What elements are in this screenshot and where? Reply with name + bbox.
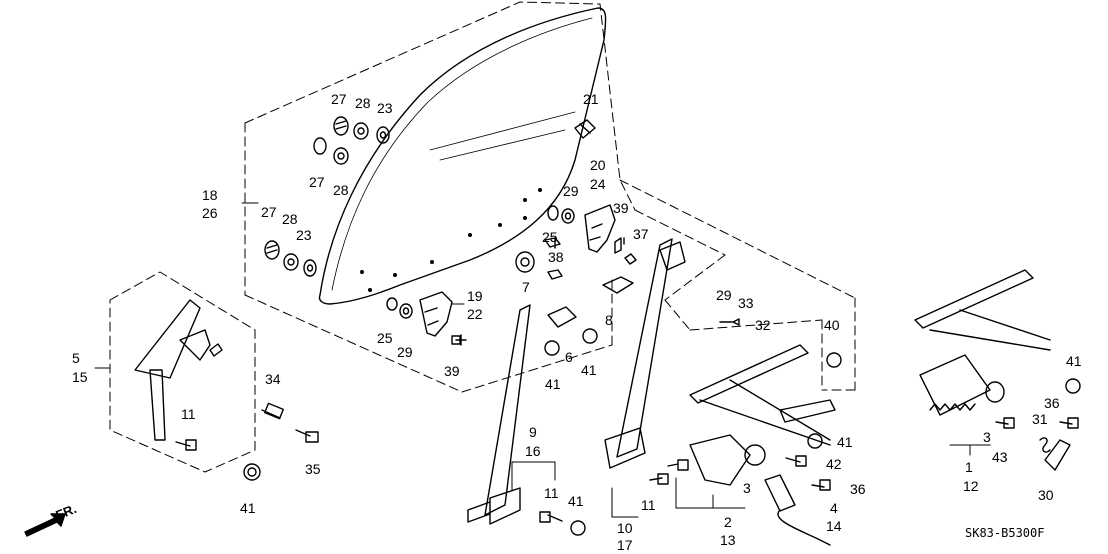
label-31: 31 [1032, 411, 1048, 427]
front-regulator [689, 344, 836, 546]
rear-channel [467, 304, 577, 525]
label-12: 12 [963, 478, 979, 494]
label-38: 38 [548, 249, 564, 265]
label-4: 4 [830, 500, 838, 516]
front-channel [604, 238, 686, 469]
label-29: 29 [716, 287, 732, 303]
label-42: 42 [826, 456, 842, 472]
quarter-group-outline [109, 271, 256, 473]
label-28: 28 [333, 182, 349, 198]
label-23: 23 [377, 100, 393, 116]
label-40: 40 [824, 317, 840, 333]
glass-hardware [264, 116, 596, 319]
glass-holders [419, 204, 637, 337]
label-20: 20 [590, 157, 606, 173]
callout-labels: 27 28 23 21 27 28 18 26 27 28 23 20 24 2… [54, 91, 1082, 553]
front-direction-label: FR. [54, 501, 79, 523]
label-11: 11 [181, 406, 196, 422]
label-28: 28 [282, 211, 298, 227]
label-33: 33 [738, 295, 754, 311]
label-41: 41 [545, 376, 561, 392]
label-19: 19 [467, 288, 483, 304]
label-34: 34 [265, 371, 281, 387]
label-9: 9 [529, 424, 537, 440]
label-18: 18 [202, 187, 218, 203]
label-2: 2 [724, 514, 732, 530]
label-41: 41 [1066, 353, 1082, 369]
label-36: 36 [1044, 395, 1060, 411]
label-41: 41 [240, 500, 256, 516]
label-23: 23 [296, 227, 312, 243]
bolts [175, 269, 1081, 536]
label-11: 11 [641, 497, 656, 513]
label-36: 36 [850, 481, 866, 497]
label-41: 41 [837, 434, 853, 450]
quarter-glass [134, 299, 223, 441]
diagram-code: SK83-B5300F [965, 526, 1044, 540]
label-37: 37 [633, 226, 649, 242]
label-25: 25 [542, 229, 558, 245]
label-43: 43 [992, 449, 1008, 465]
label-5: 5 [72, 350, 80, 366]
label-22: 22 [467, 306, 483, 322]
label-3: 3 [743, 480, 751, 496]
label-41: 41 [568, 493, 584, 509]
label-11: 11 [544, 485, 559, 501]
label-7: 7 [522, 279, 530, 295]
label-8: 8 [605, 312, 613, 328]
label-32: 32 [755, 317, 771, 333]
label-17: 17 [617, 537, 633, 553]
label-6: 6 [565, 349, 573, 365]
label-29: 29 [563, 183, 579, 199]
glass-group-outline [244, 1, 636, 393]
label-41: 41 [581, 362, 597, 378]
label-24: 24 [590, 176, 606, 192]
leader-lines [94, 202, 991, 518]
label-15: 15 [72, 369, 88, 385]
label-27: 27 [309, 174, 325, 190]
label-3: 3 [983, 429, 991, 445]
label-39: 39 [444, 363, 460, 379]
label-27: 27 [331, 91, 347, 107]
label-29: 29 [397, 344, 413, 360]
label-21: 21 [583, 91, 599, 107]
label-39: 39 [613, 200, 629, 216]
regulator-group-outline [619, 179, 856, 391]
label-35: 35 [305, 461, 321, 477]
label-14: 14 [826, 518, 842, 534]
label-28: 28 [355, 95, 371, 111]
label-25: 25 [377, 330, 393, 346]
label-16: 16 [525, 443, 541, 459]
label-30: 30 [1038, 487, 1054, 503]
label-27: 27 [261, 204, 277, 220]
label-10: 10 [617, 520, 633, 536]
label-13: 13 [720, 532, 736, 548]
label-26: 26 [202, 205, 218, 221]
rear-regulator [914, 269, 1071, 471]
label-1: 1 [965, 459, 973, 475]
front-arrow-icon [24, 513, 66, 537]
door-glass [318, 7, 607, 305]
